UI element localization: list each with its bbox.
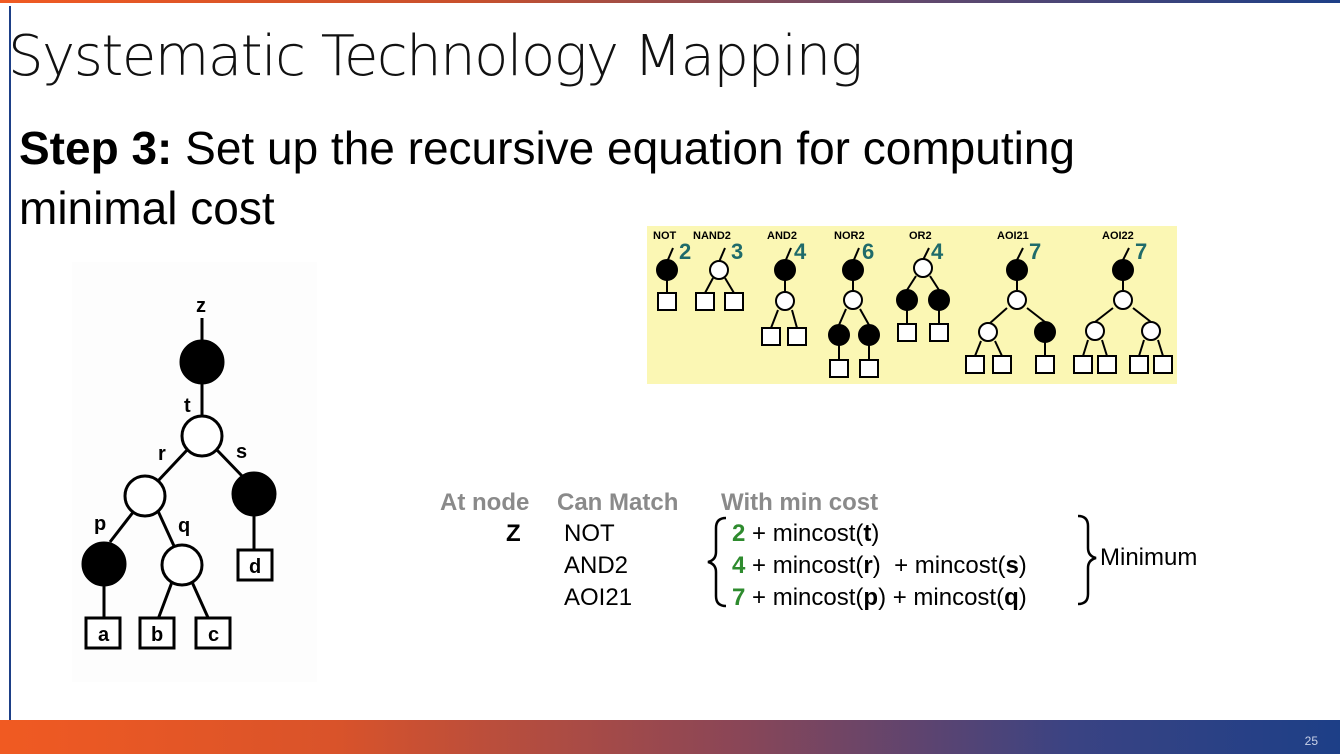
tree-label-p: p	[94, 513, 106, 535]
tree-leaf-label-a: a	[98, 624, 110, 646]
tree-label-t: t	[184, 395, 191, 417]
pattern-name-nand2: NAND2	[693, 230, 731, 242]
tree-leaf-b	[138, 616, 176, 650]
pattern-cost-nand2: 3	[731, 239, 743, 264]
header-can-match: Can Match	[557, 489, 678, 516]
header-min-cost: With min cost	[721, 489, 878, 516]
pattern-name-or2: OR2	[909, 230, 932, 242]
subject-tree: z t r s p q a b c d	[72, 262, 317, 682]
tree-leaf-d	[236, 548, 274, 582]
pattern-name-not: NOT	[653, 230, 677, 242]
cost-value-and2: 4	[732, 552, 746, 579]
step-text: Set up the recursive equation for comput…	[19, 122, 1076, 234]
step-heading: Step 3: Set up the recursive equation fo…	[19, 118, 1219, 238]
tree-leaf-label-b: b	[151, 624, 163, 646]
tree-leaf-a	[84, 616, 122, 650]
cost-value-aoi21: 7	[732, 584, 745, 611]
tree-node-q	[160, 543, 204, 587]
tree-node-z	[179, 339, 225, 385]
pattern-cost-nor2: 6	[862, 239, 874, 264]
pattern-cost-aoi21: 7	[1029, 239, 1041, 264]
match-aoi21: AOI21	[564, 584, 632, 611]
tree-label-z: z	[196, 295, 206, 317]
pattern-cost-or2: 4	[931, 239, 944, 264]
match-not: NOT	[564, 520, 615, 547]
tree-leaf-label-d: d	[249, 556, 261, 578]
cost-expr-and2: 4 + mincost(r) + mincost(s)	[732, 552, 1027, 579]
pattern-name-nor2: NOR2	[834, 230, 865, 242]
bottom-accent-bar	[0, 720, 1340, 754]
right-brace	[1077, 514, 1097, 606]
tree-label-q: q	[178, 515, 190, 537]
pattern-name-aoi22: AOI22	[1102, 230, 1134, 242]
top-accent-bar	[0, 0, 1340, 9]
left-accent-rule	[9, 6, 11, 720]
pattern-name-aoi21: AOI21	[997, 230, 1029, 242]
tree-leaf-c	[194, 616, 232, 650]
recursion-table: At node Can Match With min cost Z NOT AN…	[440, 489, 1197, 611]
pattern-cost-and2: 4	[794, 239, 807, 264]
minimum-label: Minimum	[1100, 544, 1197, 571]
slide-title: Systematic Technology Mapping	[8, 24, 863, 89]
pattern-name-and2: AND2	[767, 230, 797, 242]
pattern-cost-not: 2	[679, 239, 691, 264]
tree-node-t	[180, 414, 224, 458]
pattern-cost-aoi22: 7	[1135, 239, 1147, 264]
cost-expr-aoi21: 7 + mincost(p) + mincost(q)	[732, 584, 1027, 611]
tree-leaf-label-c: c	[208, 624, 219, 646]
pattern-library: NOT NAND2 AND2 NOR2 OR2 AOI21 AOI22 2 3 …	[647, 226, 1177, 384]
cost-expr-not: 2 + mincost(t)	[732, 520, 879, 547]
tree-node-s	[231, 471, 277, 517]
node-label: Z	[506, 520, 521, 547]
slide-number: 25	[1304, 734, 1318, 748]
match-and2: AND2	[564, 552, 628, 579]
header-at-node: At node	[440, 489, 529, 516]
tree-label-r: r	[158, 443, 166, 465]
tree-node-p	[81, 541, 127, 587]
step-label: Step 3:	[19, 122, 173, 174]
left-brace	[707, 516, 727, 608]
cost-value-not: 2	[732, 520, 745, 547]
tree-label-s: s	[236, 441, 247, 463]
tree-node-r	[123, 474, 167, 518]
